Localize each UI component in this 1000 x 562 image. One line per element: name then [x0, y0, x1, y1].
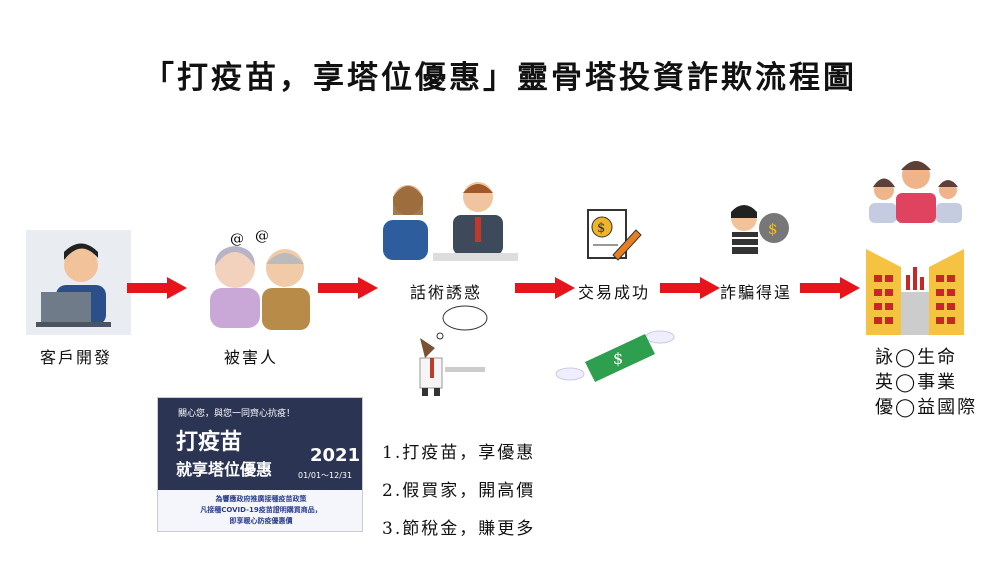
company-name: 優◯益國際 [875, 397, 978, 418]
arrow-right-icon [127, 277, 187, 299]
thief-with-money-bag-icon: $ [731, 205, 789, 254]
fraud-tactics-list: 1.打疫苗，享優惠 2.假買家，開高價 3.節稅金，賺更多 [382, 438, 535, 552]
wolf-in-suit-icon [419, 305, 488, 396]
arrow-right-icon [800, 277, 860, 299]
worried-elderly-couple-icon: @@ [210, 228, 310, 330]
salesman-persuading-icon [383, 182, 518, 261]
svg-text:@: @ [255, 228, 269, 244]
company-name: 英◯事業 [875, 372, 958, 393]
arrow-right-icon [515, 277, 575, 299]
poster-fine-print: 凡接種COVID-19疫苗證明購買商品， [200, 506, 322, 514]
company-people-icon [869, 161, 962, 223]
poster-subheadline: 就享塔位優惠 [176, 460, 273, 479]
promo-poster: 關心您，與您一同齊心抗疫！ 打疫苗 就享塔位優惠 2021 01/01～12/3… [157, 397, 363, 532]
tactic-item: 1.打疫苗，享優惠 [382, 443, 536, 463]
flying-money-icon: $ [555, 330, 675, 382]
company-names: 詠◯生命 英◯事業 優◯益國際 [875, 345, 977, 420]
poster-dates: 01/01～12/31 [298, 471, 353, 480]
step-label: 詐騙得逞 [720, 283, 793, 302]
poster-tagline: 關心您，與您一同齊心抗疫！ [178, 409, 296, 419]
step-label: 交易成功 [578, 283, 651, 302]
svg-text:@: @ [230, 231, 244, 247]
poster-fine-print: 為響應政府推廣接種疫苗政策 [215, 495, 307, 503]
tactic-item: 3.節稅金，賺更多 [382, 519, 536, 539]
poster-headline: 打疫苗 [176, 430, 243, 455]
arrow-right-icon [318, 277, 378, 299]
tactic-item: 2.假買家，開高價 [382, 481, 536, 501]
page-title: 「打疫苗，享塔位優惠」靈骨塔投資詐欺流程圖 [143, 60, 857, 96]
step-label: 客戶開發 [40, 348, 113, 367]
company-building-icon [866, 249, 964, 335]
svg-text:$: $ [597, 221, 605, 236]
step-label: 被害人 [224, 348, 279, 367]
arrow-right-icon [660, 277, 720, 299]
company-name: 詠◯生命 [875, 347, 958, 368]
svg-text:$: $ [768, 220, 778, 238]
poster-year: 2021 [310, 445, 361, 466]
svg-text:$: $ [613, 349, 623, 368]
poster-fine-print: 即享暖心防疫優惠價 [229, 517, 293, 525]
step-label: 話術誘惑 [410, 283, 483, 302]
contract-signing-icon: $ [587, 209, 642, 261]
man-at-laptop-icon [26, 230, 131, 335]
